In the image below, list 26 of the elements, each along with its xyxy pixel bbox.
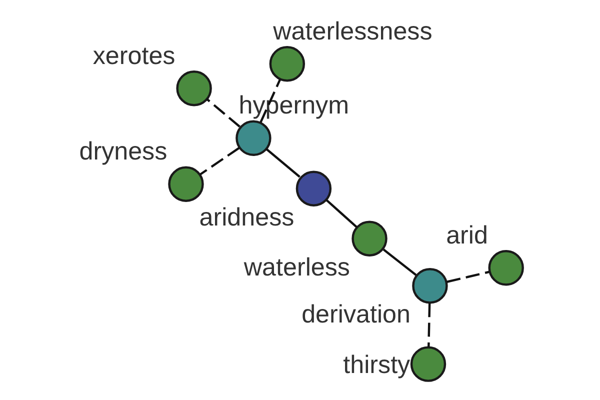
connector bbox=[382, 248, 417, 276]
connector bbox=[260, 79, 282, 123]
node-label: xerotes bbox=[92, 42, 176, 70]
node-circle bbox=[352, 220, 388, 256]
connector bbox=[206, 98, 240, 128]
node-label: arid bbox=[446, 221, 488, 250]
node-label: aridness bbox=[199, 203, 294, 232]
connector bbox=[428, 303, 431, 347]
node-circle bbox=[410, 346, 446, 382]
node-circle bbox=[412, 268, 448, 304]
node-circle bbox=[269, 46, 306, 82]
node-circle bbox=[488, 250, 524, 286]
node-label: hypernym bbox=[238, 92, 350, 120]
node-label: dryness bbox=[79, 138, 168, 166]
node-circle bbox=[236, 120, 272, 156]
connector bbox=[446, 270, 490, 283]
node-circle bbox=[296, 170, 332, 206]
connector bbox=[326, 199, 358, 228]
connector bbox=[200, 146, 240, 176]
node-label: waterlessness bbox=[273, 17, 432, 46]
node-circle bbox=[176, 70, 212, 106]
connector bbox=[266, 148, 300, 178]
node-label: derivation bbox=[302, 300, 410, 329]
node-label: waterless bbox=[244, 253, 350, 282]
node-circle bbox=[168, 166, 204, 202]
node-label: thirsty bbox=[343, 351, 410, 380]
